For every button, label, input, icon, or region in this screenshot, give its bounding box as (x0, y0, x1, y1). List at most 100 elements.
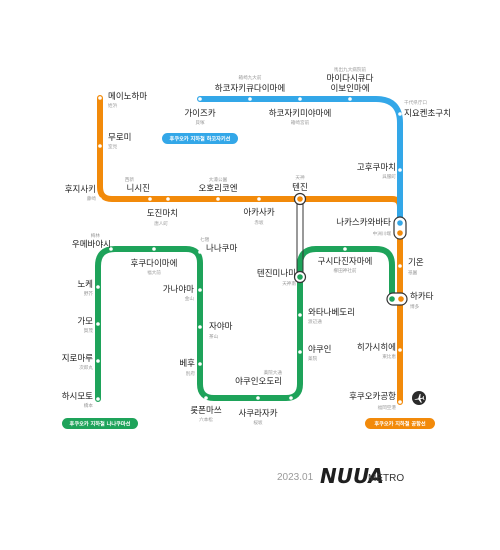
station-label-jp: 薬院大通 (264, 369, 283, 376)
station-label-jp: 野芥 (84, 290, 94, 297)
station-label: 하코자키미야마에 (269, 108, 332, 119)
station-dot (398, 112, 402, 116)
station-label: 도진마치 (147, 208, 178, 219)
station-dot (398, 264, 402, 268)
station-label-jp: 福岡空港 (378, 404, 397, 411)
station-label: 오호리코엔 (198, 183, 237, 194)
station-label-jp: 次郎丸 (79, 364, 93, 371)
station-label-jp: 馬出九大病院前 (334, 66, 367, 73)
station-dot (96, 397, 100, 401)
station-label-jp: 天神南 (282, 280, 296, 287)
station-label-jp: 唐人町 (154, 220, 168, 227)
transfer-marker (386, 292, 408, 306)
station-label-jp: 千代県庁口 (404, 99, 427, 106)
station-label-jp: 六本松 (199, 416, 213, 423)
station-dot (343, 247, 347, 251)
station-dot (204, 396, 208, 400)
station-label-jp: 姪浜 (108, 102, 118, 109)
transfer-marker-dot (397, 230, 403, 236)
nanakuma-line-badge: 후쿠오카 지하철 나나쿠마선 (62, 418, 138, 429)
transfer-marker-dot (389, 296, 395, 302)
station-label: 와타나베도리 (308, 307, 355, 318)
station-label-jp: 金山 (185, 295, 195, 302)
station-dot (96, 359, 100, 363)
station-label: 후쿠다이마에 (131, 258, 178, 269)
footer-metro: METRO (368, 473, 404, 484)
station-dot (98, 96, 102, 100)
transfer-marker (393, 216, 407, 240)
station-label-jp: 福大前 (147, 269, 161, 276)
station-label: 가모 (77, 317, 93, 327)
station-dot (257, 197, 261, 201)
station-label-jp: 祇園 (408, 269, 418, 276)
hakozaki-line-badge: 후쿠오카 지하철 하코자키선 (162, 133, 238, 144)
hakozaki-line-badge-label: 후쿠오카 지하철 하코자키선 (170, 135, 231, 143)
transfer-marker-dot (398, 296, 404, 302)
station-label-jp: 桜坂 (253, 419, 263, 426)
station-label: 텐진미나미 (257, 268, 296, 279)
transfer-marker-dot (297, 196, 303, 202)
station-label-jp: 呉服町 (382, 174, 396, 180)
station-label-jp: 西新 (125, 176, 135, 183)
station-label-jp: 東比恵 (382, 353, 396, 360)
transfer-marker-dot (297, 274, 303, 280)
station-label: 베후 (179, 359, 195, 369)
station-label-jp: 大濠公園 (209, 176, 228, 183)
airport-line-badge-label: 후쿠오카 지하철 공항선 (374, 420, 426, 428)
stations: 메이노하마姪浜무로미室見후지사키藤崎니시진西新도진마치唐人町오호리코엔大濠公園아… (62, 66, 451, 426)
station-label: 야쿠인오도리 (235, 376, 282, 387)
station-label: 가이즈카 (184, 108, 215, 119)
station-label-jp: 櫛田神社前 (334, 267, 357, 274)
station-label: 가나야마 (163, 284, 194, 295)
station-dot (109, 247, 113, 251)
station-dot (298, 97, 302, 101)
station-dot (289, 396, 293, 400)
station-label-jp: 賀茂 (84, 327, 94, 334)
station-dot (198, 250, 202, 254)
station-dot (298, 350, 302, 354)
station-label-jp: 梅林 (91, 232, 101, 239)
station-label: 노케 (77, 280, 93, 290)
station-label: 마이다시큐다 (327, 73, 374, 84)
station-label: 하카타 (410, 291, 434, 302)
station-label: 나나쿠마 (206, 244, 237, 254)
airplane-icon (412, 391, 426, 405)
